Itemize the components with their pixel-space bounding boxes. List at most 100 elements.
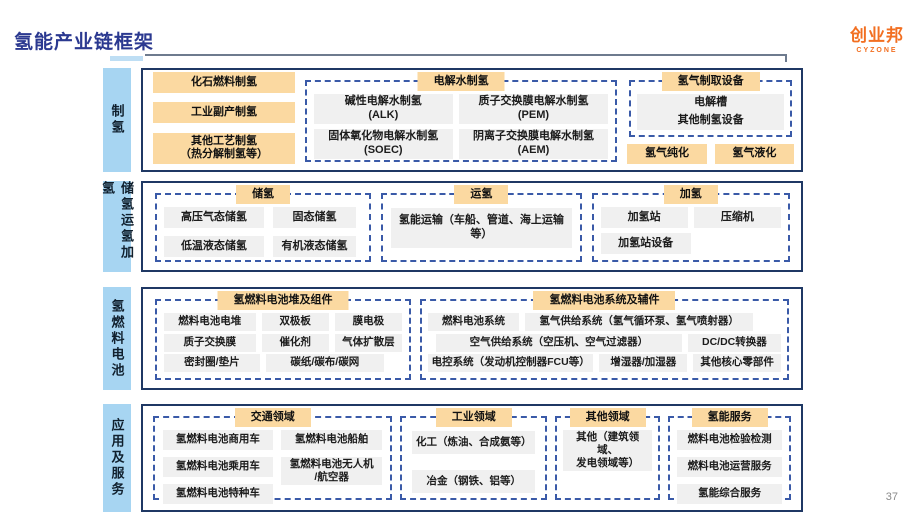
item: 燃料电池运营服务 xyxy=(677,457,783,477)
row-content: 交通领域氢燃料电池商用车氢燃料电池乘用车氢燃料电池特种车氢燃料电池船舶氢燃料电池… xyxy=(141,404,803,512)
group-header: 氢燃料电池系统及辅件 xyxy=(533,291,676,310)
item: 双极板 xyxy=(261,313,329,331)
group-stack-parts: 氢燃料电池堆及组件燃料电池电堆双极板膜电极质子交换膜催化剂气体扩散层密封圈/垫片… xyxy=(155,291,411,380)
group-equip: 氢气制取设备电解槽其他制氢设备 xyxy=(629,72,792,137)
category-box: 工业副产制氢 xyxy=(153,102,295,124)
group-row: 空气供给系统（空压机、空气过滤器）DC/DC转换器 xyxy=(428,333,781,352)
item: 膜电极 xyxy=(334,313,402,331)
item: 燃料电池电堆 xyxy=(164,313,256,331)
group-row: 加氢站设备 xyxy=(600,233,781,254)
page-title: 氢能产业链框架 xyxy=(14,32,155,53)
brand-logo-name: 创业邦 xyxy=(850,26,904,45)
item: 有机液态储氢 xyxy=(272,236,357,257)
brand-logo-tagline: CYZONE xyxy=(856,47,898,54)
group-header: 运氢 xyxy=(454,185,509,204)
group-storage: 储氢高压气态储氢固态储氢低温液态储氢有机液态储氢 xyxy=(155,185,372,262)
item: 密封圈/垫片 xyxy=(164,354,260,372)
group-row: 燃料电池电堆双极板膜电极 xyxy=(164,313,402,331)
page-number: 37 xyxy=(885,491,898,503)
group-column: 氢燃料电池商用车氢燃料电池乘用车氢燃料电池特种车 xyxy=(163,430,273,504)
item: 氢燃料电池商用车 xyxy=(163,430,273,450)
group-body: 加氢站压缩机加氢站设备 xyxy=(594,195,788,260)
group-row: 电控系统（发动机控制器FCU等）增湿器/加湿器其他核心零部件 xyxy=(427,354,781,372)
outer-box: 化石燃料制氢工业副产制氢其他工艺制氢 （热分解制氢等）电解水制氢碱性电解水制氢 … xyxy=(141,68,803,172)
group-industry: 工业领域化工（炼油、合成氨等） 冶金（钢铁、铝等） xyxy=(400,408,548,500)
item: 化工（炼油、合成氨等） xyxy=(412,431,536,454)
brand-logo: 创业邦 CYZONE xyxy=(850,21,904,54)
item: 氢燃料电池特种车 xyxy=(163,484,273,504)
row-content: 氢燃料电池堆及组件燃料电池电堆双极板膜电极质子交换膜催化剂气体扩散层密封圈/垫片… xyxy=(141,287,803,390)
group-body: 碱性电解水制氢 (ALK)质子交换膜电解水制氢 (PEM)固体氧化物电解水制氢 … xyxy=(307,82,615,160)
group-body: 燃料电池系统氢气供给系统（氢气循环泵、氢气喷射器） 空气供给系统（空压机、空气过滤… xyxy=(422,301,787,378)
category-box: 其他工艺制氢 （热分解制氢等） xyxy=(153,132,295,164)
item: 冶金（钢铁、铝等） xyxy=(412,470,536,493)
item: 压缩机 xyxy=(693,207,782,228)
title-accent-bar xyxy=(110,56,143,61)
item: 空气供给系统（空压机、空气过滤器） xyxy=(435,333,682,352)
category-box: 氢气纯化 xyxy=(627,144,707,164)
item: 碳纸/碳布/碳网 xyxy=(265,354,384,372)
group-body: 氢燃料电池商用车氢燃料电池乘用车氢燃料电池特种车氢燃料电池船舶氢燃料电池无人机 … xyxy=(155,418,390,504)
group-header: 氢气制取设备 xyxy=(661,72,760,91)
item: 增湿器/加湿器 xyxy=(599,354,688,372)
spacer xyxy=(697,233,781,254)
item: 其他核心零部件 xyxy=(693,354,781,372)
group-body: 燃料电池电堆双极板膜电极质子交换膜催化剂气体扩散层密封圈/垫片碳纸/碳布/碳网 xyxy=(157,301,409,378)
sub-column: 氢气制取设备电解槽其他制氢设备氢气纯化氢气液化 xyxy=(627,72,795,166)
item: 电解槽 xyxy=(637,94,784,112)
item: 其他（建筑领域、 发电领域等） xyxy=(563,430,653,472)
row-label: 氢燃料电池 xyxy=(103,287,131,390)
category-box: 氢气液化 xyxy=(714,144,795,164)
diagram-row: 储氢运氢加氢储氢高压气态储氢固态储氢低温液态储氢有机液态储氢运氢氢能运输（车船、… xyxy=(100,181,803,272)
item: 碱性电解水制氢 (ALK) xyxy=(314,94,453,124)
outer-box: 储氢高压气态储氢固态储氢低温液态储氢有机液态储氢 运氢氢能运输（车船、管道、海上运… xyxy=(141,181,803,272)
group-body: 高压气态储氢固态储氢低温液态储氢有机液态储氢 xyxy=(157,195,369,260)
group-header: 工业领域 xyxy=(435,408,512,427)
group-row: 燃料电池系统氢气供给系统（氢气循环泵、氢气喷射器） xyxy=(427,313,781,331)
item: 加氢站 xyxy=(600,207,688,228)
item: 加氢站设备 xyxy=(600,233,691,254)
category-stack: 化石燃料制氢工业副产制氢其他工艺制氢 （热分解制氢等） xyxy=(153,72,295,166)
diagram-row: 氢燃料电池氢燃料电池堆及组件燃料电池电堆双极板膜电极质子交换膜催化剂气体扩散层密… xyxy=(103,287,803,390)
item: 低温液态储氢 xyxy=(164,236,264,257)
group-column: 氢燃料电池船舶氢燃料电池无人机 /航空器 xyxy=(280,430,383,492)
item: 氢燃料电池无人机 /航空器 xyxy=(280,457,383,486)
row-content: 化石燃料制氢工业副产制氢其他工艺制氢 （热分解制氢等）电解水制氢碱性电解水制氢 … xyxy=(141,68,803,172)
group-header: 氢能服务 xyxy=(691,408,768,427)
item: 氢能综合服务 xyxy=(677,484,783,504)
group-sys-aux: 氢燃料电池系统及辅件燃料电池系统氢气供给系统（氢气循环泵、氢气喷射器）空气供给系… xyxy=(419,291,789,380)
diagram-row: 制氢化石燃料制氢工业副产制氢其他工艺制氢 （热分解制氢等）电解水制氢碱性电解水制… xyxy=(103,68,803,172)
group-row: 密封圈/垫片碳纸/碳布/碳网 xyxy=(164,354,402,372)
outer-box: 氢燃料电池堆及组件燃料电池电堆双极板膜电极质子交换膜催化剂气体扩散层密封圈/垫片… xyxy=(141,287,803,390)
item: 氢燃料电池船舶 xyxy=(280,430,383,450)
row-label: 储氢运氢加氢 xyxy=(100,181,134,272)
group-service: 氢能服务燃料电池检验检测燃料电池运营服务氢能综合服务 xyxy=(668,408,792,504)
item: 燃料电池系统 xyxy=(427,313,520,331)
group-body: 氢能运输（车船、管道、海上运输等） xyxy=(383,195,579,260)
group-traffic: 交通领域氢燃料电池商用车氢燃料电池乘用车氢燃料电池特种车氢燃料电池船舶氢燃料电池… xyxy=(153,408,393,504)
group-header: 储氢 xyxy=(236,185,291,204)
item: 燃料电池检验检测 xyxy=(677,430,783,450)
item: 其他制氢设备 xyxy=(637,112,784,130)
item: 氢气供给系统（氢气循环泵、氢气喷射器） xyxy=(525,313,753,331)
group-row: 加氢站压缩机 xyxy=(600,207,782,228)
item: 固态储氢 xyxy=(272,207,357,228)
item: 质子交换膜 xyxy=(164,333,256,352)
group-row: 质子交换膜催化剂气体扩散层 xyxy=(164,333,402,352)
group-electrolysis: 电解水制氢碱性电解水制氢 (ALK)质子交换膜电解水制氢 (PEM)固体氧化物电… xyxy=(305,72,618,162)
item: 气体扩散层 xyxy=(334,333,402,352)
category-box: 化石燃料制氢 xyxy=(153,72,295,93)
group-body: 电解槽其他制氢设备 xyxy=(631,82,790,135)
group-other-field: 其他领域其他（建筑领域、 发电领域等） xyxy=(555,408,661,500)
item: 固体氧化物电解水制氢 (SOEC) xyxy=(314,129,453,159)
group-refuel: 加氢加氢站压缩机加氢站设备 xyxy=(591,185,790,262)
category-row: 氢气纯化氢气液化 xyxy=(627,144,795,164)
item: 催化剂 xyxy=(261,333,329,352)
title-rule xyxy=(145,54,787,62)
group-header: 电解水制氢 xyxy=(417,72,505,91)
row-content: 储氢高压气态储氢固态储氢低温液态储氢有机液态储氢 运氢氢能运输（车船、管道、海上运… xyxy=(141,181,803,272)
outer-box: 交通领域氢燃料电池商用车氢燃料电池乘用车氢燃料电池特种车氢燃料电池船舶氢燃料电池… xyxy=(141,404,803,512)
row-label: 制氢 xyxy=(103,68,131,172)
